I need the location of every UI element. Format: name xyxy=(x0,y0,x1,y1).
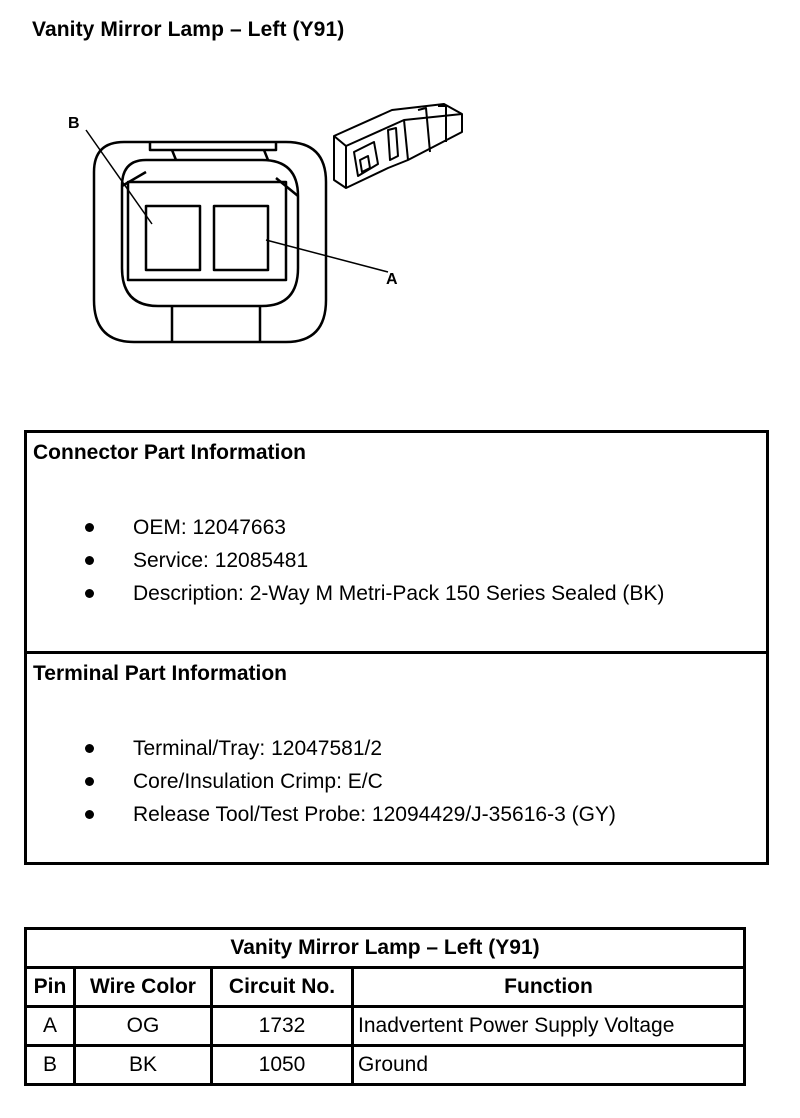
table-row: B BK 1050 Ground xyxy=(24,1044,746,1086)
header-pin: Pin xyxy=(24,966,76,1008)
leader-line-a xyxy=(265,239,389,273)
header-function: Function xyxy=(351,966,746,1008)
cavity-a xyxy=(212,204,270,272)
cell-wire-color: OG xyxy=(73,1005,213,1047)
connector-part-list: OEM: 12047663 Service: 12085481 Descript… xyxy=(27,511,664,610)
page-title: Vanity Mirror Lamp – Left (Y91) xyxy=(32,18,345,41)
list-item: Core/Insulation Crimp: E/C xyxy=(27,765,616,798)
list-item: Release Tool/Test Probe: 12094429/J-3561… xyxy=(27,798,616,831)
cell-function: Ground xyxy=(351,1044,746,1086)
terminal-part-heading: Terminal Part Information xyxy=(33,662,287,685)
header-wire-color: Wire Color xyxy=(73,966,213,1008)
connector-isometric-icon xyxy=(333,103,463,189)
list-item: Service: 12085481 xyxy=(27,544,664,577)
bullet-icon xyxy=(85,744,94,753)
cell-wire-color: BK xyxy=(73,1044,213,1086)
list-item: OEM: 12047663 xyxy=(27,511,664,544)
connector-part-heading: Connector Part Information xyxy=(33,441,307,464)
list-item: Terminal/Tray: 12047581/2 xyxy=(27,732,616,765)
connector-face-diagram: B A xyxy=(68,103,463,344)
leader-line-b xyxy=(85,129,153,225)
label-b: B xyxy=(68,115,80,132)
label-a: A xyxy=(386,271,398,288)
bullet-icon xyxy=(85,589,94,598)
cell-circuit-no: 1050 xyxy=(210,1044,354,1086)
bullet-icon xyxy=(85,810,94,819)
cell-pin: A xyxy=(24,1005,76,1047)
bullet-icon xyxy=(85,777,94,786)
connector-inner-shell xyxy=(120,158,300,308)
connector-key xyxy=(170,306,262,342)
cell-circuit-no: 1732 xyxy=(210,1005,354,1047)
connector-outer-shell xyxy=(92,140,328,344)
terminal-part-section: Terminal Part Information Terminal/Tray:… xyxy=(27,651,766,868)
bullet-icon xyxy=(85,556,94,565)
cavity-b xyxy=(144,204,202,272)
part-info-box: Connector Part Information OEM: 12047663… xyxy=(24,430,769,865)
bullet-icon xyxy=(85,523,94,532)
list-item: Description: 2-Way M Metri-Pack 150 Seri… xyxy=(27,577,664,610)
table-row: A OG 1732 Inadvertent Power Supply Volta… xyxy=(24,1005,746,1047)
pin-table-title: Vanity Mirror Lamp – Left (Y91) xyxy=(24,927,746,969)
connector-part-section: Connector Part Information OEM: 12047663… xyxy=(27,433,766,651)
connector-latch xyxy=(148,142,278,152)
cell-function: Inadvertent Power Supply Voltage xyxy=(351,1005,746,1047)
terminal-block xyxy=(126,180,288,282)
cell-pin: B xyxy=(24,1044,76,1086)
pin-table: Vanity Mirror Lamp – Left (Y91) Pin Wire… xyxy=(24,927,746,1086)
pin-table-header-row: Pin Wire Color Circuit No. Function xyxy=(24,966,746,1008)
terminal-part-list: Terminal/Tray: 12047581/2 Core/Insulatio… xyxy=(27,732,616,831)
header-circuit-no: Circuit No. xyxy=(210,966,354,1008)
